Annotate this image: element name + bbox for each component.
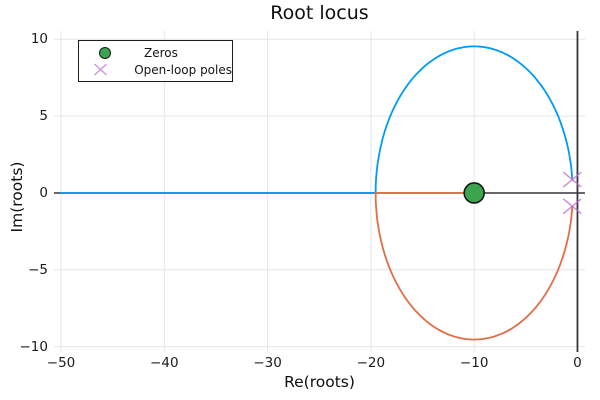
x-tick-label: −50 (46, 355, 76, 371)
legend-label-zeros: Zeros (144, 45, 178, 60)
locus-branch-upper (60, 45, 574, 194)
locus-branch-lower (374, 192, 574, 341)
y-tick-label: −10 (19, 338, 49, 355)
zero-circle-icon (99, 46, 111, 59)
legend-item-poles: Open-loop poles (79, 61, 232, 78)
x-axis-label: Re(roots) (284, 373, 355, 391)
x-tick-label: −40 (150, 355, 179, 371)
y-tick-label: 10 (30, 31, 48, 48)
y-axis-label: Im(roots) (8, 161, 26, 233)
zeros-marker-cell (79, 46, 131, 59)
legend-label-poles: Open-loop poles (134, 62, 232, 77)
y-tick-label: 0 (39, 184, 48, 201)
x-tick-label: −20 (356, 355, 386, 371)
pole-marker (562, 198, 582, 215)
chart-title: Root locus (270, 2, 369, 24)
pole-x-icon (93, 63, 107, 76)
x-tick-label: −10 (459, 355, 489, 371)
poles-marker-cell (79, 63, 121, 76)
y-tick-label: 5 (39, 108, 48, 125)
pole-marker (562, 171, 582, 188)
legend: Zeros Open-loop poles (78, 40, 233, 82)
x-tick-label: −30 (253, 355, 282, 371)
legend-item-zeros: Zeros (79, 44, 232, 61)
x-tick-label: 0 (573, 355, 582, 371)
plot-area (54, 31, 585, 352)
zero-marker (463, 182, 485, 204)
y-tick-label: −5 (28, 261, 48, 278)
